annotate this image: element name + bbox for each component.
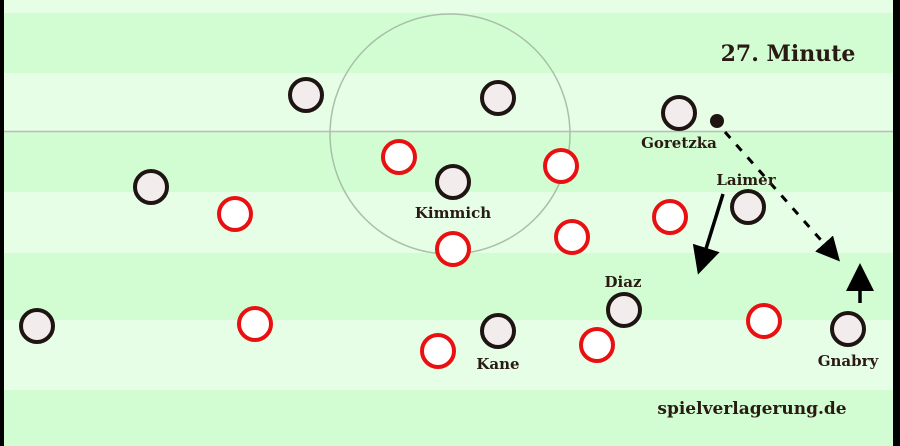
label-laimer: Laimer bbox=[716, 171, 776, 189]
player-laimer bbox=[730, 189, 766, 225]
pass-arrow-dashed bbox=[723, 131, 840, 262]
red-player bbox=[579, 327, 615, 363]
dark-player bbox=[19, 308, 55, 344]
ball bbox=[710, 114, 724, 128]
red-player bbox=[543, 148, 579, 184]
dark-player bbox=[133, 169, 169, 205]
red-player bbox=[435, 231, 471, 267]
label-kane: Kane bbox=[476, 355, 519, 373]
player-diaz bbox=[606, 292, 642, 328]
player-kimmich bbox=[435, 164, 471, 200]
player-goretzka bbox=[661, 95, 697, 131]
watermark: spielverlagerung.de bbox=[657, 399, 846, 419]
left-border bbox=[0, 0, 4, 446]
label-goretzka: Goretzka bbox=[641, 134, 717, 152]
dark-player bbox=[288, 77, 324, 113]
run-arrow-laimer bbox=[692, 193, 725, 275]
red-player bbox=[652, 199, 688, 235]
right-border bbox=[893, 0, 900, 446]
red-player bbox=[420, 333, 456, 369]
red-player bbox=[746, 303, 782, 339]
label-diaz: Diaz bbox=[605, 273, 642, 291]
red-player bbox=[554, 219, 590, 255]
red-player bbox=[381, 139, 417, 175]
minute-title: 27. Minute bbox=[721, 41, 856, 67]
dark-player bbox=[480, 80, 516, 116]
player-kane bbox=[480, 313, 516, 349]
label-gnabry: Gnabry bbox=[818, 352, 880, 370]
red-team bbox=[217, 139, 782, 369]
red-player bbox=[237, 306, 273, 342]
red-player bbox=[217, 196, 253, 232]
label-kimmich: Kimmich bbox=[415, 204, 491, 222]
dark-team bbox=[19, 77, 866, 349]
player-gnabry bbox=[830, 311, 866, 347]
